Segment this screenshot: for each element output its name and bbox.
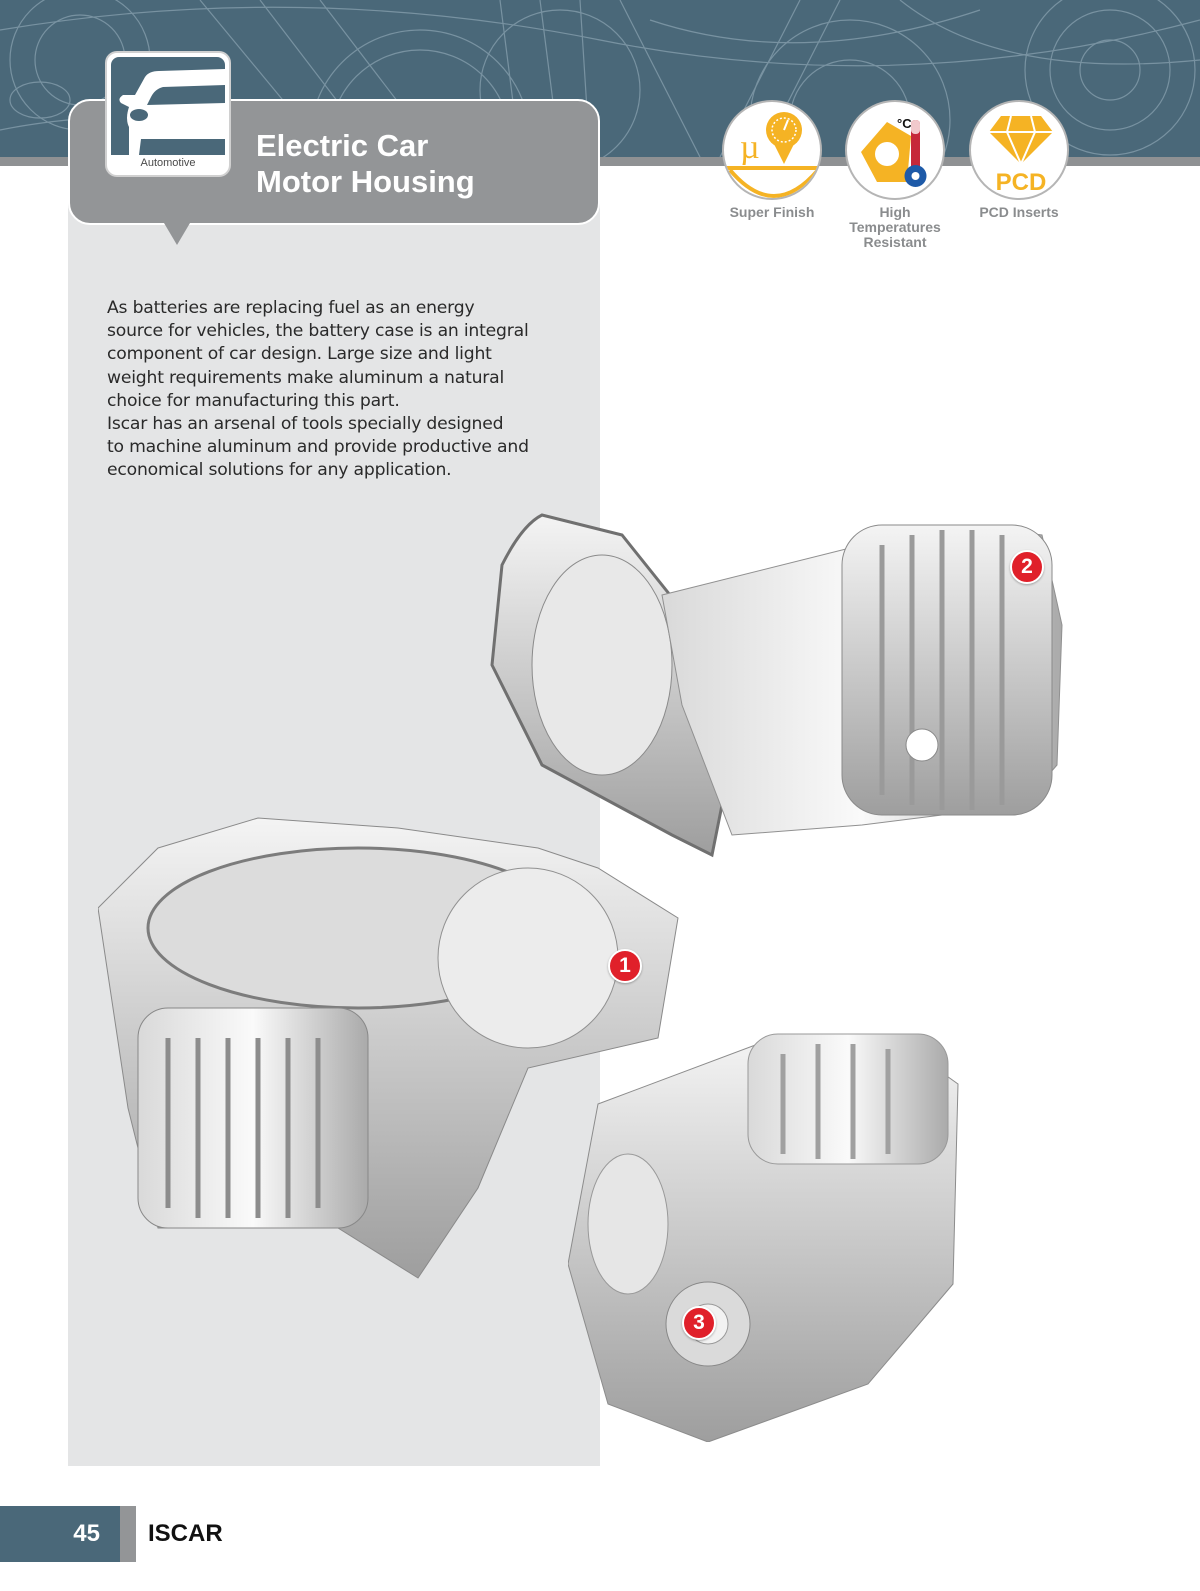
paragraph-1: As batteries are replacing fuel as an en… (107, 298, 529, 411)
paragraph-2: Iscar has an arsenal of tools specially … (107, 414, 529, 481)
high-temperature-icon: °C (845, 100, 945, 200)
feature-pcd-inserts: PCD PCD Inserts (964, 100, 1074, 220)
pcd-diamond-icon: PCD (969, 100, 1069, 200)
content-panel (68, 166, 600, 1466)
brand-name: ISCAR (148, 1520, 223, 1547)
marker-3: 3 (682, 1306, 716, 1340)
svg-text:PCD: PCD (996, 169, 1047, 196)
feature-super-finish: µ Super Finish (717, 100, 827, 220)
car-icon (111, 57, 225, 155)
part-image-2: 2 (482, 505, 1072, 865)
feature-label: Super Finish (729, 204, 815, 220)
category-badge: Automotive (105, 51, 231, 177)
page-number: 45 (0, 1506, 120, 1562)
header-stripe (0, 157, 1200, 166)
title-line-1: Electric Car (256, 128, 429, 163)
svg-text:µ: µ (740, 129, 760, 166)
title-line-2: Motor Housing (256, 164, 475, 199)
marker-1: 1 (608, 949, 642, 983)
part-image-3: 3 (567, 1024, 960, 1443)
feature-label: PCD Inserts (979, 204, 1059, 220)
footer-accent (120, 1506, 136, 1562)
super-finish-icon: µ (722, 100, 822, 200)
category-label: Automotive (140, 157, 196, 169)
page-title: Electric Car Motor Housing (256, 128, 475, 200)
feature-label: High Temperatures Resistant (849, 204, 941, 250)
svg-text:°C: °C (897, 116, 912, 131)
part-image-1: 1 (97, 808, 688, 1286)
title-bubble-pointer (164, 223, 190, 245)
description-text: As batteries are replacing fuel as an en… (107, 297, 577, 483)
marker-2: 2 (1010, 550, 1044, 584)
feature-high-temperature: °C High Temperatures Resistant (840, 100, 950, 250)
